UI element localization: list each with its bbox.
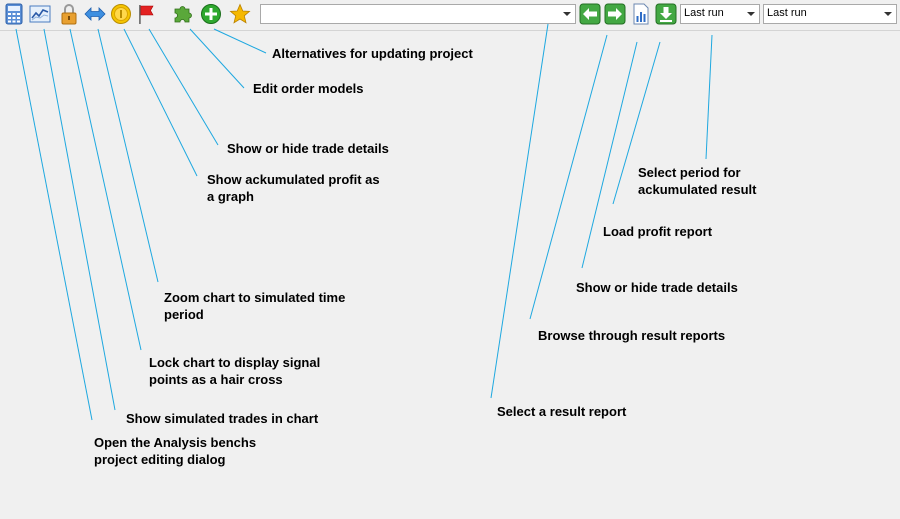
- period-select-secondary[interactable]: Last run: [763, 4, 897, 24]
- callout-line-alternatives: [213, 28, 267, 54]
- calculator-icon[interactable]: [3, 3, 25, 25]
- callout-line-show-trades: [43, 28, 116, 411]
- annotation-ackumulated-graph: Show ackumulated profit as a graph: [207, 172, 380, 204]
- annotation-zoom: Zoom chart to simulated time period: [164, 290, 346, 322]
- annotation-select-report: Select a result report: [497, 404, 627, 419]
- callout-line-browse: [529, 34, 608, 320]
- annotation-trade-details-left: Show or hide trade details: [227, 141, 389, 156]
- gold-coin-icon[interactable]: [110, 3, 132, 25]
- annotation-select-period: Select period for ackumulated result: [638, 165, 757, 197]
- arrow-right-icon[interactable]: [604, 3, 626, 25]
- toolbar: Last run Last run: [0, 0, 900, 31]
- callout-line-edit-order: [189, 28, 245, 89]
- lock-icon[interactable]: [58, 3, 80, 25]
- callout-line-ackumulated-graph: [123, 28, 198, 177]
- callout-line-open-dialog: [15, 28, 93, 421]
- green-plus-icon[interactable]: [200, 3, 222, 25]
- annotation-alternatives: Alternatives for updating project: [272, 46, 473, 61]
- annotation-load-profit: Load profit report: [603, 224, 713, 239]
- red-flag-icon[interactable]: [136, 3, 158, 25]
- period-select-value: Last run: [684, 7, 724, 19]
- report-select[interactable]: [260, 4, 576, 24]
- annotation-lock: Lock chart to display signal points as a…: [149, 355, 321, 387]
- annotation-browse: Browse through result reports: [538, 328, 726, 343]
- chevron-down-icon[interactable]: [880, 5, 896, 23]
- callout-line-zoom: [97, 28, 159, 283]
- period-select[interactable]: Last run: [680, 4, 760, 24]
- report-chart-icon[interactable]: [630, 3, 652, 25]
- callout-line-trade-details-left: [148, 28, 219, 146]
- puzzle-piece-icon[interactable]: [172, 3, 194, 25]
- annotation-open-dialog: Open the Analysis benchs project editing…: [94, 435, 257, 467]
- annotation-show-trades: Show simulated trades in chart: [126, 411, 319, 426]
- double-arrow-icon[interactable]: [84, 3, 106, 25]
- arrow-left-icon[interactable]: [579, 3, 601, 25]
- period-select-secondary-value: Last run: [767, 7, 807, 19]
- callout-line-select-period: [705, 34, 713, 160]
- download-icon[interactable]: [655, 3, 677, 25]
- line-chart-icon[interactable]: [29, 3, 51, 25]
- chevron-down-icon[interactable]: [559, 5, 575, 23]
- annotation-edit-order: Edit order models: [253, 81, 364, 96]
- callout-line-lock: [69, 28, 142, 351]
- star-icon[interactable]: [229, 3, 251, 25]
- annotation-trade-details-right: Show or hide trade details: [576, 280, 738, 295]
- chevron-down-icon[interactable]: [743, 5, 759, 23]
